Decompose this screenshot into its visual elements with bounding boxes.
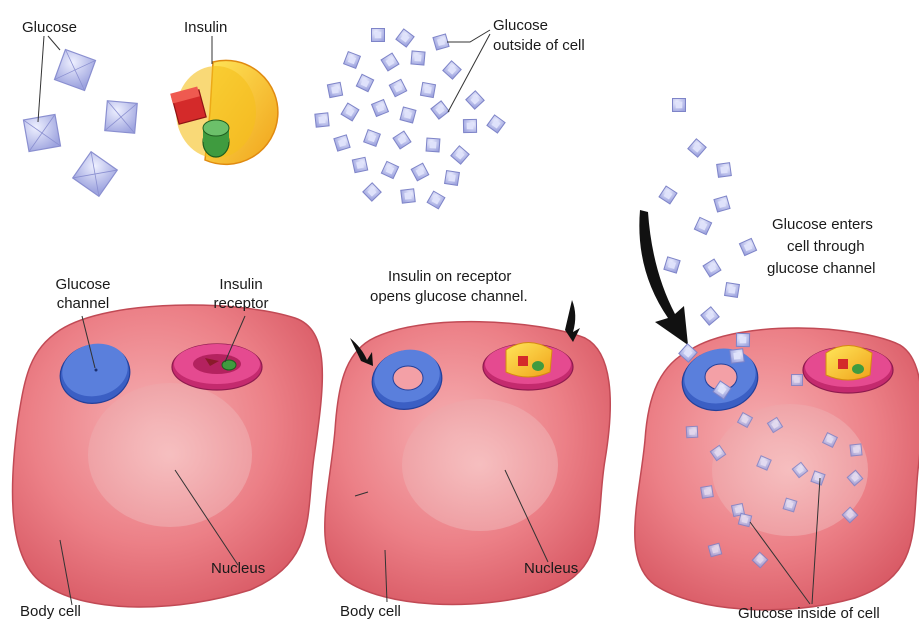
glucose-outside-molecule	[431, 101, 449, 119]
glucose-entering-molecule	[725, 283, 740, 298]
glucose-outside-molecule	[411, 51, 425, 65]
glucose-outside-molecule	[451, 146, 469, 164]
label-glucose-enters-line1: Glucose enters	[772, 216, 873, 234]
glucose-molecule-4	[73, 152, 118, 197]
glucose-outside-molecule	[315, 113, 329, 127]
glucose-entry-arrow	[639, 210, 688, 345]
glucose-outside-molecule	[327, 82, 342, 97]
glucose-outside-molecule	[420, 82, 435, 97]
glucose-inside-molecule	[708, 543, 721, 556]
label-glucose-inside: Glucose inside of cell	[738, 605, 880, 623]
glucose-outside-molecule	[344, 52, 361, 69]
glucose-entering-molecule	[730, 349, 744, 363]
body-cell-3	[635, 99, 919, 610]
glucose-outside-molecule	[433, 34, 449, 50]
insulin-molecule	[170, 36, 278, 164]
glucose-outside-molecule	[381, 53, 399, 71]
nucleus-2	[402, 399, 558, 531]
label-nucleus-1: Nucleus	[211, 560, 265, 578]
glucose-entering-molecule	[701, 307, 719, 325]
glucose-outside-molecule	[463, 119, 476, 132]
glucose-entering-molecule	[694, 217, 711, 234]
glucose-outside-molecule	[341, 103, 359, 121]
glucose-inside-molecule	[686, 426, 698, 438]
label-insulin-on-receptor-line2: opens glucose channel.	[370, 288, 528, 306]
glucose-inside-molecule	[738, 513, 751, 526]
glucose-outside-molecule	[381, 161, 398, 178]
nucleus-1	[88, 383, 252, 527]
body-cell-1	[12, 305, 322, 607]
glucose-entering-molecule	[717, 163, 732, 178]
label-insulin: Insulin	[184, 19, 227, 37]
glucose-inside-molecule	[792, 375, 803, 386]
glucose-outside-molecule	[411, 163, 429, 181]
glucose-outside-molecule	[396, 29, 414, 47]
insulin-receptor-1	[172, 344, 262, 390]
glucose-outside-molecule	[466, 91, 484, 109]
glucose-outside-molecule	[443, 61, 461, 79]
glucose-outside-molecule	[372, 29, 385, 42]
label-body-cell-2: Body cell	[340, 603, 401, 621]
glucose-outside-molecule	[352, 157, 367, 172]
label-glucose-enters-line2: cell through	[787, 238, 865, 256]
body-cell-2	[325, 300, 610, 605]
label-glucose: Glucose	[22, 19, 77, 37]
glucose-outside-molecule	[389, 79, 406, 96]
glucose-outside-molecule	[400, 107, 416, 123]
glucose-outside-group	[315, 29, 505, 209]
glucose-outside-molecule	[334, 135, 350, 151]
glucose-outside-molecule	[363, 183, 381, 201]
label-insulin-receptor-line1: Insulin	[200, 276, 282, 294]
glucose-outside-molecule	[445, 171, 460, 186]
glucose-outside-molecule	[487, 115, 505, 133]
label-glucose-outside-line2: outside of cell	[493, 37, 585, 55]
label-glucose-channel-line1: Glucose	[42, 276, 124, 294]
glucose-outside-molecule	[393, 131, 411, 149]
label-insulin-on-receptor-line1: Insulin on receptor	[388, 268, 511, 286]
glucose-outside-molecule	[426, 138, 440, 152]
label-insulin-receptor-line2: receptor	[200, 295, 282, 313]
label-glucose-enters-line3: glucose channel	[767, 260, 875, 278]
glucose-outside-molecule	[372, 100, 389, 117]
glucose-entering-molecule	[714, 196, 730, 212]
glucose-entering-molecule	[739, 238, 756, 255]
glucose-inside-molecule	[701, 486, 714, 499]
glucose-entering-molecule	[736, 333, 749, 346]
label-body-cell-1: Body cell	[20, 603, 81, 621]
glucose-entering-molecule	[664, 257, 680, 273]
glucose-entering-molecule	[688, 139, 706, 157]
glucose-molecule-2	[23, 114, 60, 151]
label-glucose-outside-line1: Glucose	[493, 17, 548, 35]
glucose-outside-molecule	[364, 130, 381, 147]
glucose-entering-molecule	[659, 186, 677, 204]
glucose-outside-molecule	[427, 191, 445, 209]
glucose-molecule-1	[54, 49, 95, 90]
glucose-entering-molecule	[703, 259, 721, 277]
glucose-entering-molecule	[673, 99, 686, 112]
glucose-inside-molecule	[850, 444, 862, 456]
glucose-outside-molecule	[356, 74, 373, 91]
label-glucose-channel-line2: channel	[42, 295, 124, 313]
glucose-outside-molecule	[401, 189, 415, 203]
label-nucleus-2: Nucleus	[524, 560, 578, 578]
glucose-molecule-3	[105, 101, 138, 134]
